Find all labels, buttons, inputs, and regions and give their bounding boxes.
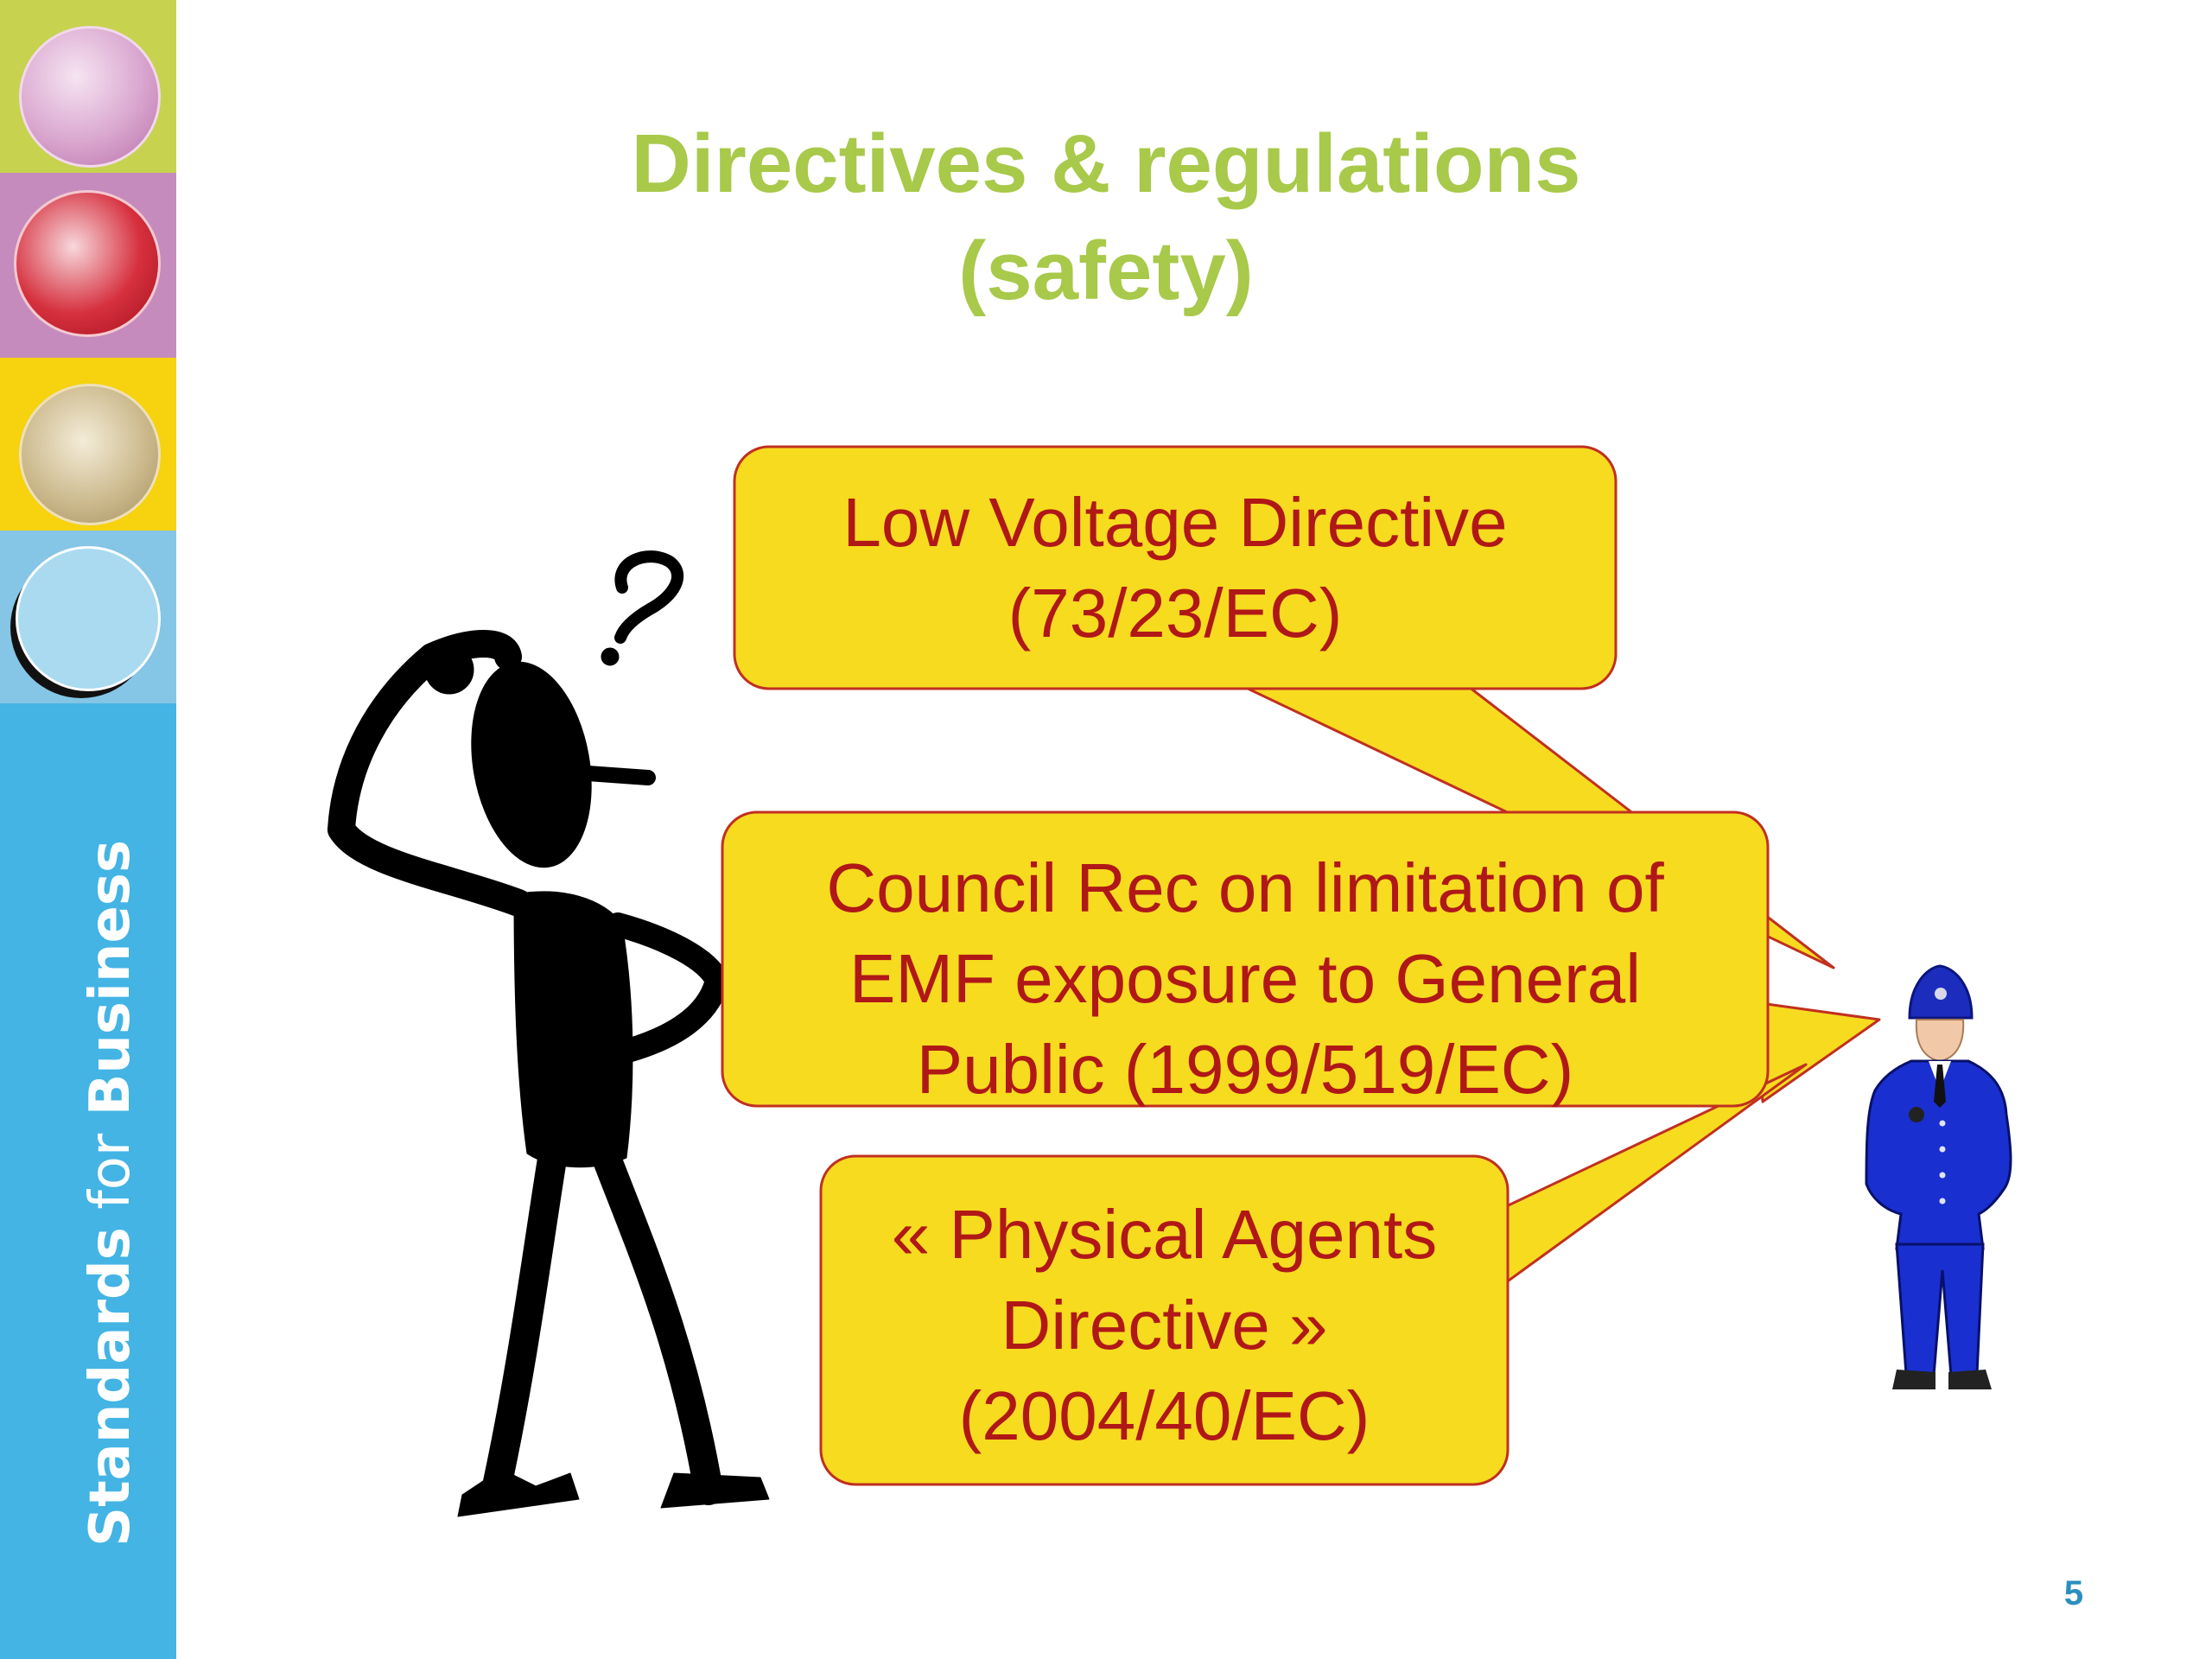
figure-arm-hip bbox=[606, 912, 729, 1062]
bubble-2-line-3: Public (1999/519/EC) bbox=[916, 1031, 1574, 1108]
bubble-3-line-3: (2004/40/EC) bbox=[958, 1377, 1370, 1454]
policeman-buttons bbox=[1939, 1120, 1946, 1205]
title-line-1: Directives & regulations bbox=[631, 118, 1581, 210]
bubble-2-line-1: Council Rec on limitation of bbox=[826, 849, 1664, 926]
title-line-2: (safety) bbox=[958, 225, 1254, 317]
bubble-3-line-2: Directive » bbox=[1001, 1287, 1328, 1363]
speech-bubbles bbox=[721, 445, 1881, 1486]
policeman-icon bbox=[1865, 964, 2012, 1389]
policeman-boot-left bbox=[1892, 1370, 1936, 1389]
policeman-face bbox=[1915, 1019, 1965, 1063]
policeman-tie bbox=[1934, 1065, 1946, 1108]
bubble-council-rec bbox=[721, 810, 1770, 1108]
figure-head bbox=[471, 661, 592, 868]
bubble-2-line-2: EMF exposure to General bbox=[849, 940, 1641, 1017]
bubble-3-line-1: « Physical Agents bbox=[891, 1196, 1438, 1273]
policeman-radio bbox=[1909, 1107, 1924, 1122]
bubble-1-line-2: (73/23/EC) bbox=[1007, 575, 1343, 652]
figure-body bbox=[513, 891, 633, 1168]
figure-leg-left bbox=[482, 1139, 568, 1501]
bubble-text-physical-agents: « Physical Agents Directive » (2004/40/E… bbox=[821, 1189, 1508, 1461]
figure-nose bbox=[580, 766, 656, 785]
bubble-1-line-1: Low Voltage Directive bbox=[842, 484, 1508, 561]
figure-foot-right bbox=[660, 1472, 770, 1509]
bubble-low-voltage bbox=[733, 445, 1618, 690]
figure-arm-raised bbox=[327, 630, 532, 917]
globe-icon-beige bbox=[19, 384, 161, 525]
bubble-text-low-voltage: Low Voltage Directive (73/23/EC) bbox=[734, 477, 1616, 658]
bubble-text-council-rec: Council Rec on limitation of EMF exposur… bbox=[722, 842, 1768, 1115]
sidebar: Standards for Business bbox=[0, 0, 176, 1659]
policeman-helmet-badge bbox=[1935, 988, 1947, 1000]
confused-stick-figure-icon bbox=[327, 550, 770, 1517]
globe-icon-pink bbox=[19, 26, 161, 168]
globe-icon-light-blue bbox=[16, 546, 161, 691]
globe-icon-red bbox=[14, 190, 161, 337]
slide-number: 5 bbox=[2063, 1574, 2084, 1612]
bubble-physical-agents bbox=[819, 1154, 1510, 1486]
figure-leg-right bbox=[590, 1139, 723, 1505]
page-title: Directives & regulations (safety) bbox=[328, 111, 1884, 325]
question-mark-icon bbox=[614, 550, 684, 644]
figure-hand bbox=[424, 645, 474, 695]
question-mark-dot bbox=[601, 647, 620, 666]
policeman-torso bbox=[1865, 1059, 2012, 1250]
figure-foot-left bbox=[457, 1468, 580, 1517]
policeman-boot-right bbox=[1948, 1370, 1992, 1389]
policeman-trousers bbox=[1895, 1243, 1985, 1377]
